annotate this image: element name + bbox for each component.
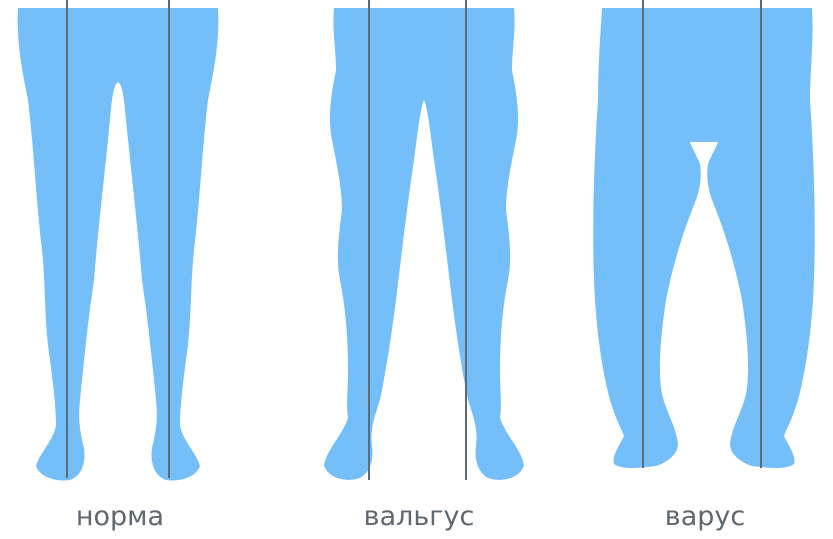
normal-legs-shape — [18, 8, 219, 480]
valgus-label: вальгус — [319, 500, 519, 534]
varus-legs-figure — [593, 0, 815, 468]
normal-legs-figure — [18, 0, 219, 480]
valgus-legs-shape — [324, 8, 524, 480]
varus-legs-shape — [593, 8, 815, 468]
normal-label: норма — [20, 500, 220, 534]
varus-label: варус — [605, 500, 805, 534]
valgus-legs-figure — [324, 0, 524, 480]
